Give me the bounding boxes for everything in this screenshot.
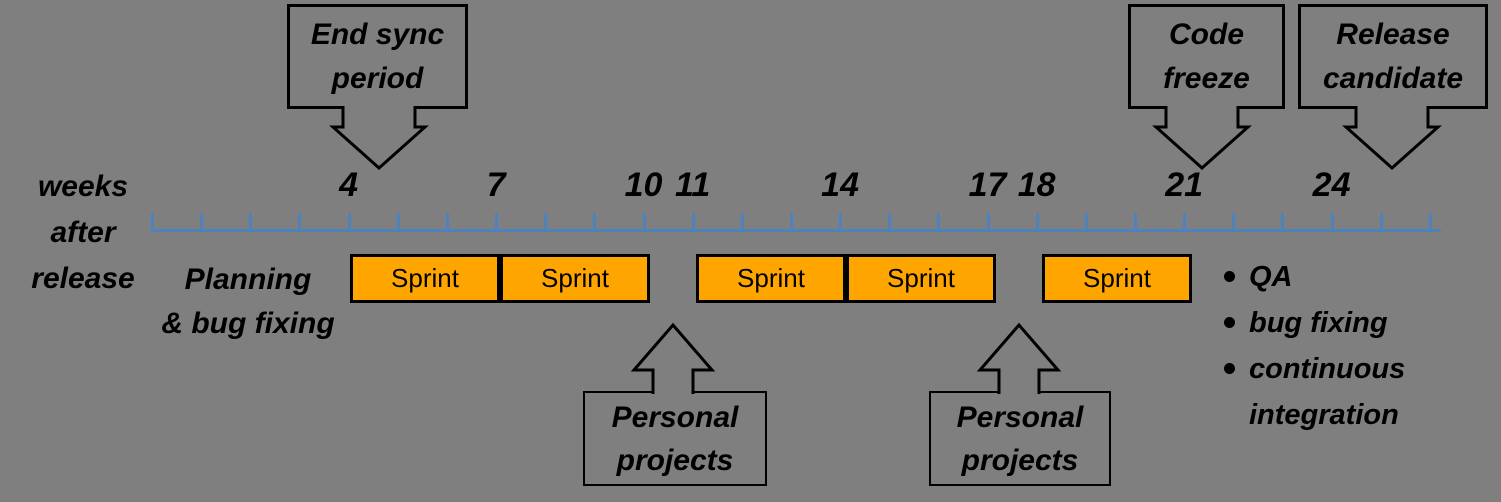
callout-release-candidate: Release candidate: [1298, 4, 1488, 109]
tick-mark: [593, 213, 597, 230]
sprint-label: Sprint: [1083, 263, 1151, 293]
axis-caption-line: weeks: [37, 170, 129, 203]
tick-mark: [1330, 213, 1334, 230]
axis-caption-line: release: [31, 262, 135, 295]
callout-personal-projects-1: Personal projects: [583, 391, 767, 486]
bullet-item: continuous integration: [1224, 346, 1436, 438]
week-number-label: 24: [1312, 166, 1351, 204]
sprint-label: Sprint: [887, 263, 955, 293]
sprint-box-3: Sprint: [696, 254, 846, 303]
sprint-box-1: Sprint: [350, 254, 500, 303]
callout-code-freeze: Code freeze: [1128, 4, 1285, 109]
tick-mark: [691, 213, 695, 230]
callout-line: projects: [616, 443, 734, 477]
sprint-label: Sprint: [737, 263, 805, 293]
sprint-label: Sprint: [541, 263, 609, 293]
week-number-label: 17: [968, 166, 1007, 204]
callout-line: period: [331, 61, 424, 95]
tick-mark: [396, 213, 400, 230]
callout-line: Code: [1169, 17, 1244, 51]
week-number-label: 14: [821, 166, 859, 204]
callout-line: freeze: [1163, 61, 1250, 95]
callout-line: Personal: [956, 400, 1084, 434]
week-number-label: 10: [624, 166, 663, 204]
tick-mark: [347, 213, 351, 230]
phase-label-planning-bug-fixing: Planning & bug fixing: [140, 258, 356, 346]
phase-label-line: & bug fixing: [161, 307, 335, 340]
timeline-axis: [151, 229, 1441, 232]
sprint-box-2: Sprint: [500, 254, 650, 303]
bullet-text: continuous integration: [1249, 353, 1406, 431]
tick-mark: [1183, 213, 1187, 230]
bullet-dot-icon: [1224, 317, 1235, 328]
bullet-item: QA: [1224, 254, 1436, 300]
tick-mark: [200, 213, 204, 230]
down-arrow-icon-code-freeze: [1152, 106, 1252, 171]
week-number-label: 18: [1017, 166, 1056, 204]
tick-mark: [1035, 213, 1039, 230]
phase-label-line: Planning: [184, 263, 312, 296]
tick-mark: [789, 213, 793, 230]
up-arrow-icon-personal-1: [630, 322, 716, 394]
sprint-box-5: Sprint: [1042, 254, 1192, 303]
callout-line: projects: [961, 443, 1079, 477]
week-number-label: 11: [674, 166, 711, 204]
sprint-label: Sprint: [391, 263, 459, 293]
axis-caption-line: after: [50, 216, 116, 249]
tick-mark: [1084, 213, 1088, 230]
tick-mark: [1134, 213, 1137, 230]
bullet-dot-icon: [1224, 363, 1235, 374]
tick-mark: [888, 213, 892, 230]
tick-mark: [740, 213, 744, 230]
bullet-dot-icon: [1224, 271, 1235, 282]
tick-mark: [986, 213, 990, 230]
sprint-box-4: Sprint: [846, 254, 996, 303]
tick-mark: [1379, 213, 1383, 230]
tick-mark: [445, 213, 449, 230]
tick-mark: [249, 213, 253, 230]
tick-mark: [1428, 213, 1432, 230]
callout-line: candidate: [1322, 61, 1464, 95]
callout-line: Release: [1336, 17, 1450, 51]
callout-personal-projects-2: Personal projects: [929, 391, 1111, 486]
tick-mark: [839, 213, 843, 230]
tick-mark: [544, 213, 548, 230]
callout-line: End sync: [310, 17, 445, 51]
down-arrow-icon-release-candidate: [1342, 106, 1442, 171]
bullet-item: bug fixing: [1224, 300, 1436, 346]
tick-mark: [642, 213, 646, 230]
week-number-label: 21: [1165, 166, 1204, 204]
tick-mark: [1281, 213, 1285, 230]
qa-bullet-list: QA bug fixing continuous integration: [1224, 254, 1436, 438]
callout-end-sync-period: End sync period: [287, 4, 468, 109]
tick-mark: [495, 213, 499, 230]
bullet-text: bug fixing: [1249, 307, 1388, 339]
callout-line: Personal: [611, 400, 739, 434]
bullet-text: QA: [1249, 261, 1293, 293]
tick-mark: [1232, 213, 1236, 230]
tick-mark: [298, 213, 302, 230]
down-arrow-icon-end-sync: [329, 106, 429, 171]
week-number-label: 4: [339, 166, 359, 204]
tick-mark: [937, 213, 941, 230]
up-arrow-icon-personal-2: [976, 322, 1062, 394]
week-number-label: 7: [486, 166, 506, 204]
tick-mark: [151, 213, 154, 230]
axis-caption-weeks-after-release: weeks after release: [8, 164, 158, 302]
